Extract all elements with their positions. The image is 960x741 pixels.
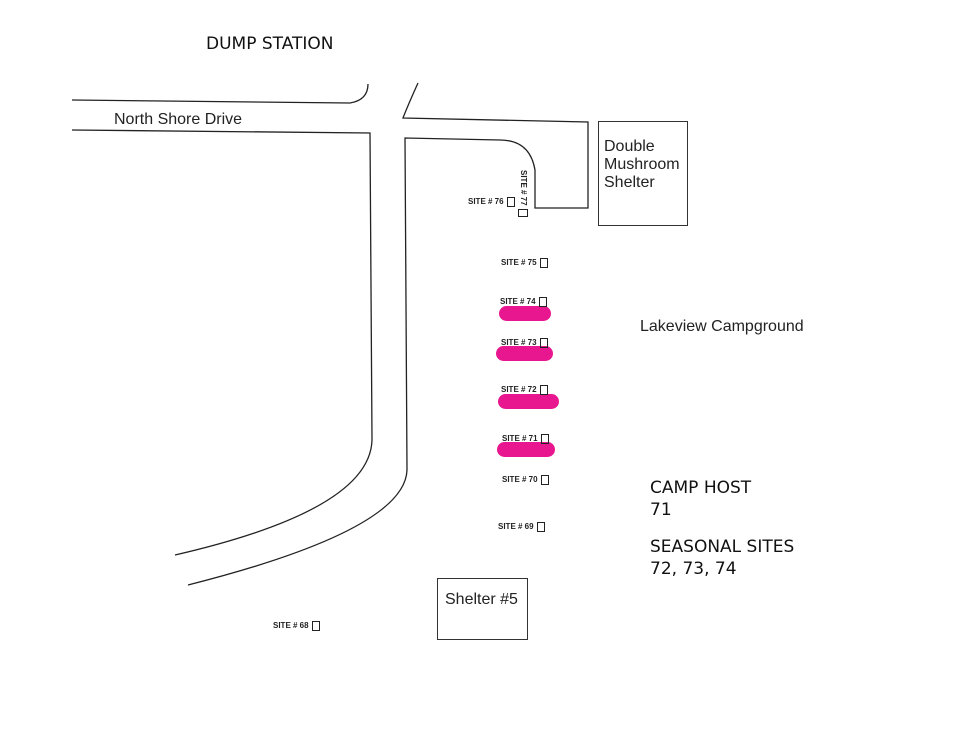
camp-host-sites: 71	[650, 500, 672, 520]
shelter-label-line: Double	[604, 138, 655, 155]
site-72: SITE # 72	[501, 385, 548, 395]
shelter-label-line: Mushroom	[604, 156, 680, 173]
seasonal-highlight	[499, 306, 551, 321]
double-mushroom-shelter: Double Mushroom Shelter	[598, 121, 688, 226]
seasonal-title: SEASONAL SITES	[650, 537, 795, 557]
site-69: SITE # 69	[498, 522, 545, 532]
site-76: SITE # 76	[468, 197, 515, 207]
site-70: SITE # 70	[502, 475, 549, 485]
legend: CAMP HOST 71 SEASONAL SITES 72, 73, 74	[650, 477, 794, 580]
site-74: SITE # 74	[500, 297, 547, 307]
site-77: SITE # 77	[518, 170, 528, 217]
seasonal-sites: 72, 73, 74	[650, 559, 737, 579]
site-75: SITE # 75	[501, 258, 548, 268]
site-71: SITE # 71	[502, 434, 549, 444]
campground-label: Lakeview Campground	[640, 318, 804, 335]
site-73: SITE # 73	[501, 338, 548, 348]
site-68: SITE # 68	[273, 621, 320, 631]
seasonal-highlight	[498, 394, 559, 409]
shelter-label-line: Shelter	[604, 174, 655, 191]
camp-host-highlight	[497, 442, 555, 457]
dump-station-label: DUMP STATION	[206, 34, 334, 54]
shelter-5: Shelter #5	[437, 578, 528, 640]
seasonal-highlight	[496, 346, 553, 361]
road-label: North Shore Drive	[114, 111, 243, 128]
shelter-5-label: Shelter #5	[445, 591, 518, 608]
camp-host-title: CAMP HOST	[650, 478, 752, 498]
